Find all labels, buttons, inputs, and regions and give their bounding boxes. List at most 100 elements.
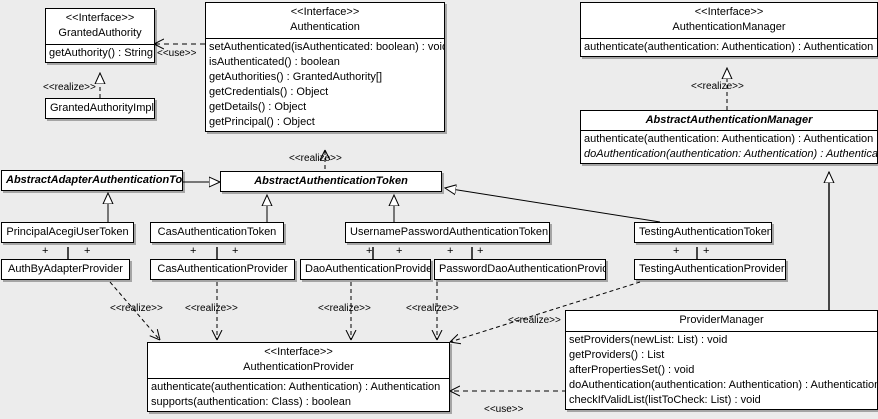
operations-compartment: authenticate(authentication: Authenticat… xyxy=(581,131,877,163)
edge-label-realize-grantedauthorityimpl: <<realize>> xyxy=(43,82,96,93)
class-name: GrantedAuthority xyxy=(58,27,142,39)
class-name: Authentication xyxy=(290,21,360,33)
association-end-plus: + xyxy=(190,245,197,257)
class-header: AbstractAdapterAuthenticationToken xyxy=(2,171,182,190)
divider xyxy=(148,378,449,379)
class-header: AbstractAuthenticationToken xyxy=(221,172,441,191)
operation: isAuthenticated() : boolean xyxy=(209,56,340,68)
class-abstract-adapter-authentication-token[interactable]: AbstractAdapterAuthenticationToken xyxy=(1,170,183,191)
class-granted-authority-impl[interactable]: GrantedAuthorityImpl xyxy=(45,98,155,119)
class-header: <<Interface>> GrantedAuthority xyxy=(46,9,154,44)
operation: authenticate(authentication: Authenticat… xyxy=(151,381,441,393)
operation: supports(authentication: Class) : boolea… xyxy=(151,396,351,408)
class-provider-manager[interactable]: ProviderManager setProviders(newList: Li… xyxy=(565,310,878,410)
class-header: TestingAuthenticationProvider xyxy=(635,260,785,279)
stereotype-label: <<Interface>> xyxy=(65,12,135,24)
class-testing-authentication-provider[interactable]: TestingAuthenticationProvider xyxy=(634,259,786,280)
class-name: GrantedAuthorityImpl xyxy=(50,102,154,114)
operation: doAuthentication(authentication: Authent… xyxy=(569,379,878,391)
class-name: AbstractAuthenticationToken xyxy=(254,175,408,187)
class-name: UsernamePasswordAuthenticationToken xyxy=(350,226,549,238)
operation: afterPropertiesSet() : void xyxy=(569,364,695,376)
divider xyxy=(566,331,877,332)
class-header: <<Interface>> Authentication xyxy=(206,3,444,38)
operation: setAuthenticated(isAuthenticated: boolea… xyxy=(209,41,445,53)
class-cas-authentication-token[interactable]: CasAuthenticationToken xyxy=(150,222,284,243)
edge-label-realize-daoauthenticationprovider: <<realize>> xyxy=(318,303,371,314)
association-end-plus: + xyxy=(366,245,373,257)
class-header: CasAuthenticationToken xyxy=(151,223,283,242)
class-name: PasswordDaoAuthenticationProvider xyxy=(439,263,606,275)
class-abstract-authentication-manager[interactable]: AbstractAuthenticationManager authentica… xyxy=(580,110,878,164)
class-authentication-provider[interactable]: <<Interface>> AuthenticationProvider aut… xyxy=(147,342,450,412)
operation: getProviders() : List xyxy=(569,349,665,361)
class-header: <<Interface>> AuthenticationProvider xyxy=(148,343,449,378)
class-name: TestingAuthenticationToken xyxy=(639,226,772,238)
edge-label-use-providermanager: <<use>> xyxy=(484,404,524,415)
association-end-plus: + xyxy=(447,245,454,257)
class-name: PrincipalAcegiUserToken xyxy=(6,226,129,238)
class-authentication[interactable]: <<Interface>> Authentication setAuthenti… xyxy=(205,2,445,132)
operations-compartment: setProviders(newList: List) : void getPr… xyxy=(566,332,877,409)
class-header: TestingAuthenticationToken xyxy=(635,223,771,242)
class-header: AuthByAdapterProvider xyxy=(2,260,129,279)
operations-compartment: authenticate(authentication: Authenticat… xyxy=(581,39,877,56)
edge-label-realize-abstractauthenticationmanager: <<realize>> xyxy=(691,81,744,92)
class-name: AuthByAdapterProvider xyxy=(8,263,123,275)
edge-label-realize-passworddaoprovider: <<realize>> xyxy=(406,303,459,314)
class-header: ProviderManager xyxy=(566,311,877,331)
class-abstract-authentication-token[interactable]: AbstractAuthenticationToken xyxy=(220,171,442,192)
class-name: AuthenticationManager xyxy=(672,21,786,33)
edge-label-realize-casauthenticationprovider: <<realize>> xyxy=(185,303,238,314)
class-cas-authentication-provider[interactable]: CasAuthenticationProvider xyxy=(150,259,295,280)
class-header: PrincipalAcegiUserToken xyxy=(2,223,133,242)
edge-label-realize-authbyadapterprovider: <<realize>> xyxy=(110,303,163,314)
association-end-plus: + xyxy=(232,245,239,257)
class-granted-authority[interactable]: <<Interface>> GrantedAuthority getAuthor… xyxy=(45,8,155,63)
association-end-plus: + xyxy=(42,245,49,257)
association-end-plus: + xyxy=(396,245,403,257)
operation: checkIfValidList(listToCheck: List) : vo… xyxy=(569,394,761,406)
class-header: UsernamePasswordAuthenticationToken xyxy=(346,223,549,242)
association-end-plus: + xyxy=(703,245,710,257)
stereotype-label: <<Interface>> xyxy=(694,6,764,18)
edge-label-realize-testingauthenticationprovider: <<realize>> xyxy=(508,315,561,326)
operations-compartment: setAuthenticated(isAuthenticated: boolea… xyxy=(206,39,444,131)
class-name: AbstractAdapterAuthenticationToken xyxy=(6,174,183,186)
association-end-plus: + xyxy=(84,245,91,257)
divider xyxy=(206,38,444,39)
divider xyxy=(581,130,877,131)
class-name: CasAuthenticationToken xyxy=(157,226,277,238)
class-authentication-manager[interactable]: <<Interface>> AuthenticationManager auth… xyxy=(580,2,878,57)
class-testing-authentication-token[interactable]: TestingAuthenticationToken xyxy=(634,222,772,243)
class-auth-by-adapter-provider[interactable]: AuthByAdapterProvider xyxy=(1,259,130,280)
divider xyxy=(581,38,877,39)
operations-compartment: getAuthority() : String xyxy=(46,45,154,62)
class-header: <<Interface>> AuthenticationManager xyxy=(581,3,877,38)
class-header: GrantedAuthorityImpl xyxy=(46,99,154,118)
edge-generalization-testingauthenticationtoken xyxy=(445,188,661,223)
stereotype-label: <<Interface>> xyxy=(290,6,360,18)
class-name: TestingAuthenticationProvider xyxy=(639,263,785,275)
class-principal-acegi-user-token[interactable]: PrincipalAcegiUserToken xyxy=(1,222,134,243)
operation: doAuthentication(authentication: Authent… xyxy=(584,148,878,160)
edge-label-use-authentication-grantedauthority: <<use>> xyxy=(157,48,197,59)
operation: getDetails() : Object xyxy=(209,101,307,113)
class-header: AbstractAuthenticationManager xyxy=(581,111,877,130)
operation: getAuthorities() : GrantedAuthority[] xyxy=(209,71,383,83)
divider xyxy=(46,44,154,45)
class-name: DaoAuthenticationProvider xyxy=(305,263,431,275)
class-password-dao-authentication-provider[interactable]: PasswordDaoAuthenticationProvider xyxy=(434,259,606,280)
edge-label-realize-abstractauthenticationtoken: <<realize>> xyxy=(289,153,342,164)
class-name: CasAuthenticationProvider xyxy=(157,263,288,275)
operations-compartment: authenticate(authentication: Authenticat… xyxy=(148,379,449,411)
class-name: ProviderManager xyxy=(679,314,764,326)
class-username-password-authentication-token[interactable]: UsernamePasswordAuthenticationToken xyxy=(345,222,550,243)
operation: getCredentials() : Object xyxy=(209,86,329,98)
class-header: CasAuthenticationProvider xyxy=(151,260,294,279)
class-name: AuthenticationProvider xyxy=(243,361,354,373)
operation: authenticate(authentication: Authenticat… xyxy=(584,41,874,53)
operation: getPrincipal() : Object xyxy=(209,116,315,128)
class-dao-authentication-provider[interactable]: DaoAuthenticationProvider xyxy=(300,259,431,280)
